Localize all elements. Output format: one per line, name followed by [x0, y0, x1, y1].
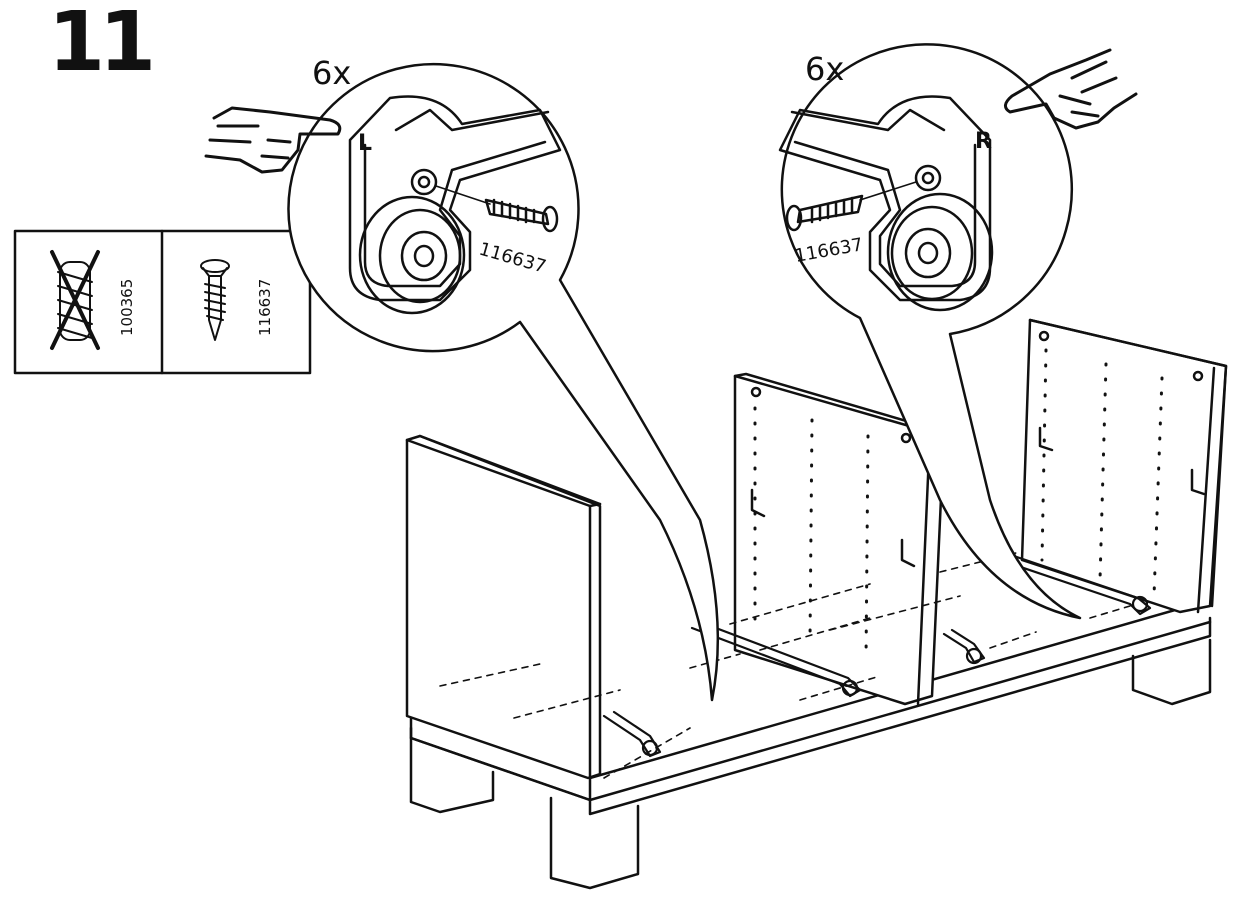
screw-116637-right-icon [785, 181, 917, 232]
pointing-hand-right-icon [1004, 48, 1138, 130]
side-mark-right: R [975, 129, 992, 154]
screw-116637-left-icon [435, 185, 559, 233]
quantity-left: 6x [312, 54, 351, 92]
side-mark-left: L [358, 131, 372, 156]
wheel-right [886, 192, 994, 312]
middle-divider-panel [733, 372, 946, 706]
wood-screw-icon [200, 259, 230, 341]
parts-box: 100365 116637 [13, 229, 312, 375]
shelf-unit [405, 318, 1228, 890]
left-side-panel [405, 434, 602, 780]
screw-crossed-out-icon [50, 250, 100, 350]
part-code-100365: 100365 [118, 279, 136, 336]
wheel-left [358, 195, 466, 315]
quantity-right: 6x [805, 50, 844, 88]
step-number: 11 [48, 0, 156, 90]
callout-left: L 116637 6x [204, 54, 720, 702]
part-code-116637: 116637 [256, 279, 274, 336]
callout-right: R 116637 6x [778, 43, 1138, 620]
pointing-hand-left-icon [204, 106, 342, 174]
